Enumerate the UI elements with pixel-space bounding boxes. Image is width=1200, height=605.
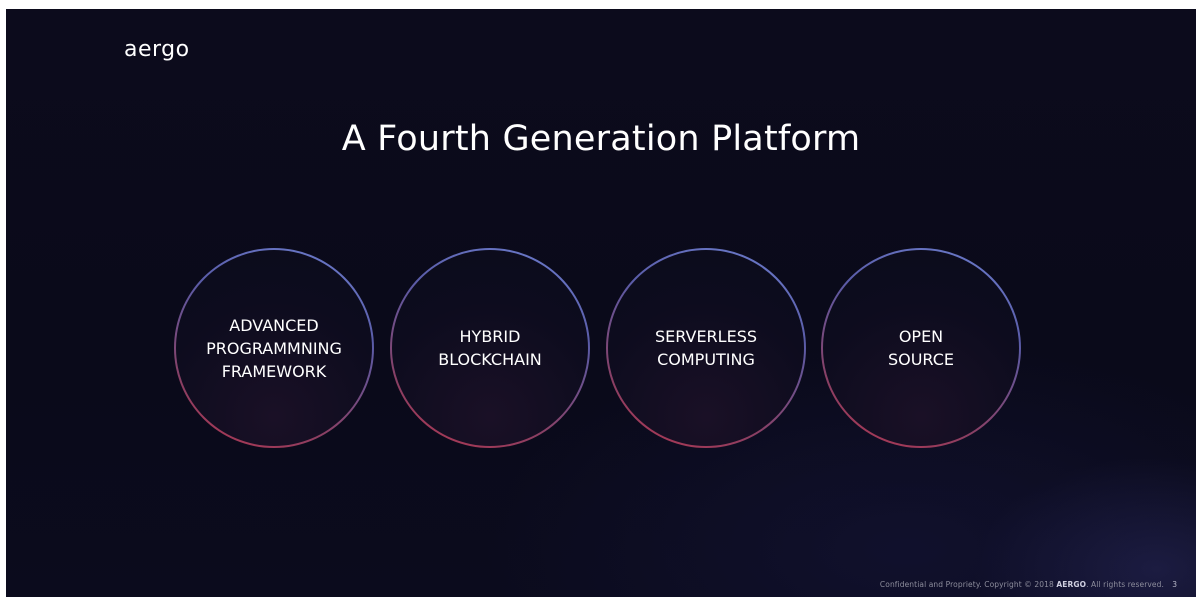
feature-label: OPEN SOURCE — [887, 327, 955, 369]
copyright-suffix: . All rights reserved. — [1086, 580, 1164, 589]
slide-title: A Fourth Generation Platform — [341, 119, 861, 159]
slide: aergo A Fourth Generation Platform ADVAN… — [6, 9, 1196, 597]
feature-circle-inner: ADVANCED PROGRAMMNING FRAMEWORK — [176, 250, 372, 446]
feature-circle-advanced-programming-framework: ADVANCED PROGRAMMNING FRAMEWORK — [174, 248, 374, 448]
aergo-logo: aergo — [124, 37, 190, 62]
feature-label: HYBRID BLOCKCHAIN — [438, 327, 542, 369]
page-number: 3 — [1172, 580, 1177, 589]
feature-label: SERVERLESS COMPUTING — [654, 327, 757, 369]
feature-circle-open-source: OPEN SOURCE — [821, 248, 1021, 448]
copyright-prefix: Confidential and Propriety. Copyright © … — [879, 580, 1057, 589]
feature-circle-inner: HYBRID BLOCKCHAIN — [392, 250, 588, 446]
feature-label: ADVANCED PROGRAMMNING FRAMEWORK — [206, 315, 342, 381]
feature-circle-hybrid-blockchain: HYBRID BLOCKCHAIN — [390, 248, 590, 448]
feature-circle-serverless-computing: SERVERLESS COMPUTING — [606, 248, 806, 448]
feature-circle-inner: SERVERLESS COMPUTING — [608, 250, 804, 446]
copyright-footer: Confidential and Propriety. Copyright © … — [880, 580, 1164, 589]
feature-circle-inner: OPEN SOURCE — [823, 250, 1019, 446]
copyright-brand: AERGO — [1056, 580, 1087, 589]
